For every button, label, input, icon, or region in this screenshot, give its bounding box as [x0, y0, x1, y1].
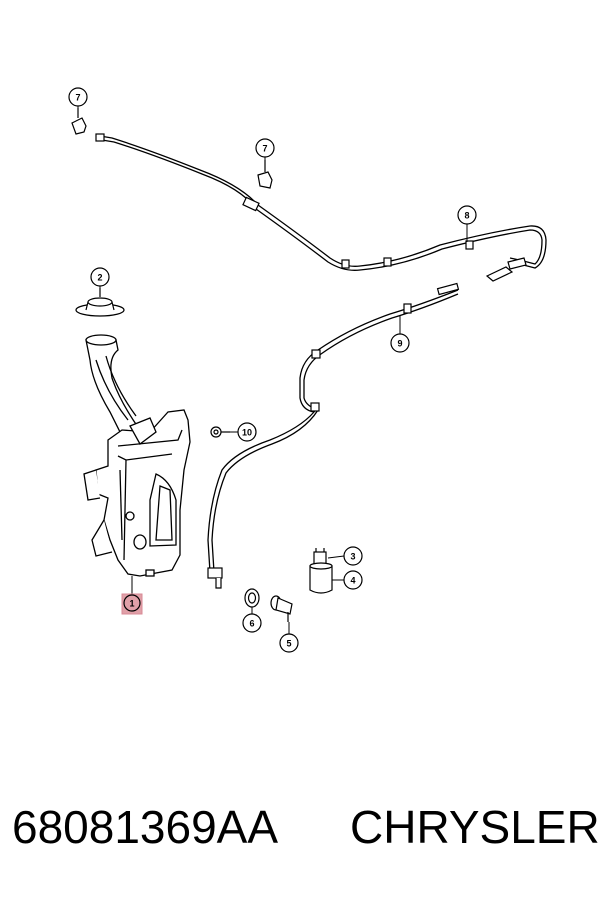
callout-label: 8: [464, 211, 469, 221]
leader-lines: [77, 106, 468, 634]
callout-6: 6: [242, 613, 262, 633]
lower-washer-hose: [207, 289, 459, 573]
callout-5: 5: [279, 633, 299, 653]
callout-label: 6: [249, 619, 254, 629]
callout-7b: 7: [255, 138, 275, 158]
callout-8: 8: [457, 205, 477, 225]
hose-connectors: [95, 133, 527, 282]
callout-label: 1: [129, 599, 134, 609]
callout-label: 7: [75, 93, 80, 103]
callout-label: 9: [397, 339, 402, 349]
callout-1: 1: [121, 593, 143, 615]
callout-4: 4: [343, 570, 363, 590]
callout-label: 5: [286, 639, 291, 649]
reservoir-cap: [75, 288, 125, 317]
callout-7a: 7: [68, 87, 88, 107]
part-number: 68081369AA: [12, 801, 279, 853]
callout-label: 2: [97, 273, 102, 283]
callout-label: 4: [350, 576, 355, 586]
caption: 68081369AA CHRYSLER: [0, 800, 600, 870]
washer-reservoir: [83, 334, 191, 577]
callout-3: 3: [343, 546, 363, 566]
callout-label: 10: [242, 428, 252, 438]
callout-label: 3: [350, 552, 355, 562]
callout-2: 2: [90, 267, 110, 287]
pump-grommet: [244, 588, 260, 608]
washer-nozzle-left: [71, 108, 87, 135]
lower-hose-connectors: [207, 282, 460, 589]
level-sensor: [270, 595, 293, 622]
callout-label: 7: [262, 144, 267, 154]
upper-washer-hose: [99, 135, 547, 271]
callout-9: 9: [390, 333, 410, 353]
washer-pump: [309, 548, 333, 594]
callout-10: 10: [237, 422, 257, 442]
brand-name: CHRYSLER: [350, 801, 600, 853]
